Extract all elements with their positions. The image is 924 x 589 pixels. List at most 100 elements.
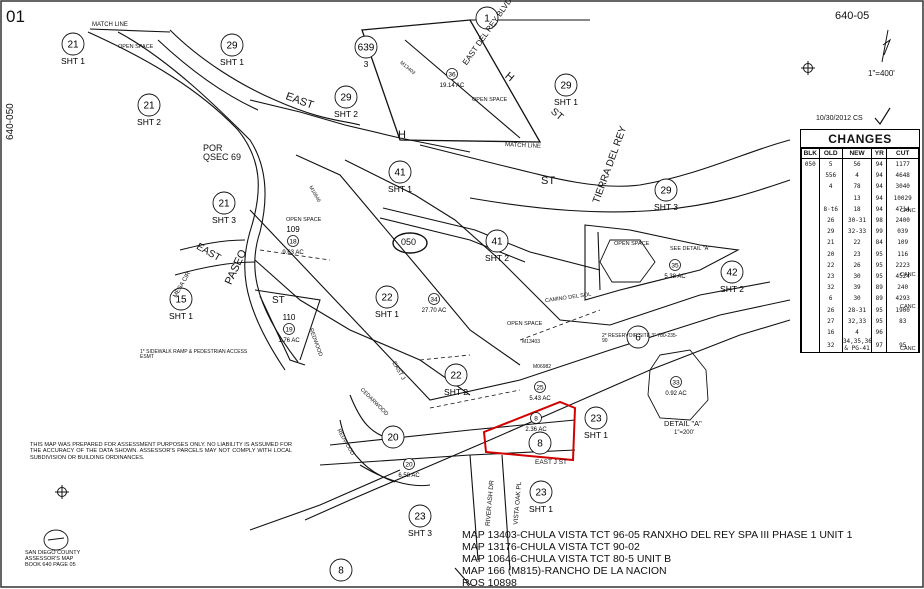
changes-cell: 97 — [871, 338, 888, 352]
sheet-ref-circle — [626, 325, 650, 349]
parcel-marker[interactable]: 82.36 AC — [525, 412, 547, 434]
parcel-acreage: 6.58 AC — [398, 473, 420, 479]
changes-cell — [801, 259, 820, 271]
map-note-line: MAP 13403-CHULA VISTA TCT 96-05 RANXHO D… — [462, 529, 853, 541]
sheet-ref-sheet: SHT 3 — [212, 215, 236, 225]
changes-cell: 22 — [841, 237, 873, 249]
sheet-ref-sheet: SHT 2 — [485, 253, 509, 263]
changes-cell: 29 — [818, 226, 843, 238]
changes-cell: 18 — [841, 203, 873, 215]
parcel-acreage: 5.43 AC — [529, 396, 551, 402]
parcel-marker[interactable]: 25 5.43 AC — [529, 381, 551, 403]
highlighted-parcel[interactable] — [482, 400, 577, 462]
county-logo-line: SAN DIEGO COUNTY — [25, 550, 81, 556]
sheet-ref-sheet: SHT 1 — [375, 309, 399, 319]
parcel-number: 20 — [405, 462, 413, 469]
changes-cell: 95 — [871, 248, 888, 260]
sheet-ref-number: 8 — [537, 439, 543, 450]
changes-cell: 039 — [886, 226, 919, 238]
sheet-ref-number: 21 — [218, 199, 230, 210]
street-label-east-j-st: EAST J ST — [535, 459, 568, 466]
parcel-marker[interactable]: 330.92 AC — [665, 376, 687, 398]
detail-a-label: DETAIL "A" — [664, 419, 702, 428]
changes-cell: 95 — [871, 315, 888, 327]
sheet-ref-sheet: SHT 2 — [137, 117, 161, 127]
changes-cell — [801, 170, 820, 182]
sheet-ref-number: 22 — [450, 371, 462, 382]
parcel-number: 33 — [672, 380, 680, 387]
parcel-acreage: 1.76 AC — [278, 338, 300, 344]
changes-cell: 94 — [871, 170, 888, 182]
changes-cell: 050 — [801, 158, 820, 171]
open-space-label: OPEN SPACE — [286, 217, 322, 223]
sheet-ref-sheet: SHT 1 — [220, 57, 244, 67]
parcel-label: 109 — [286, 225, 300, 234]
changes-cell: 27 — [818, 315, 843, 327]
parcel-number: 8 — [534, 416, 538, 423]
changes-cell: 6 — [818, 293, 843, 305]
sheet-ref-sheet: SHT 1 — [61, 56, 85, 66]
changes-cell: 2223 — [886, 259, 919, 271]
sheet-ref-circle — [375, 285, 399, 309]
crosshair-icon — [801, 61, 815, 75]
crosshair-icon — [55, 485, 69, 499]
parcel-acreage: 27.70 AC — [422, 308, 447, 314]
parcel-acreage: 9.63 AC — [282, 250, 304, 256]
map-note-line: ROS 10898 — [462, 577, 517, 589]
sheet-ref-number: 21 — [67, 40, 79, 51]
changes-cell: 78 — [841, 181, 873, 193]
parcel-label: 110 — [283, 313, 296, 322]
parcel-marker[interactable]: 20 6.58 AC — [398, 458, 420, 480]
sheet-ref-circle — [220, 33, 244, 57]
block-id-oval — [392, 232, 428, 254]
changes-cell: 32,33 — [841, 315, 873, 327]
parcel-marker[interactable]: 355.38 AC — [664, 259, 686, 281]
map-ref-label: M06982 — [533, 364, 552, 370]
sheet-ref-sheet: SHT 2 — [444, 387, 468, 397]
changes-cell — [801, 304, 820, 316]
sheet-ref-circle — [329, 558, 353, 582]
sheet-ref-circle — [169, 287, 193, 311]
parcel-number: 25 — [536, 385, 544, 392]
open-space-label: OPEN SPACE — [507, 321, 543, 327]
changes-cell: 30 — [841, 293, 873, 305]
changes-cell — [801, 237, 820, 249]
map-note-line: MAP 10646-CHULA VISTA TCT 80-5 UNIT B — [462, 553, 672, 566]
map-note-line: MAP 166 (M815)-RANCHO DE LA NACION — [462, 565, 667, 578]
sheet-ref-number: 41 — [394, 168, 406, 179]
sheet-ref-number: 29 — [660, 186, 672, 197]
sheet-ref-circle — [137, 93, 161, 117]
changes-cell: 16 — [818, 326, 843, 338]
changes-cell: 32 — [818, 282, 843, 294]
changes-column-header: NEW — [841, 148, 873, 159]
changes-cell — [801, 282, 820, 294]
changes-cell — [818, 192, 843, 204]
easement-lines — [259, 249, 601, 409]
sheet-ref-number: 41 — [491, 237, 503, 248]
sheet-ref-marker: 1 — [475, 6, 499, 30]
changes-column-header: BLK — [801, 148, 820, 159]
county-seal-icon — [43, 529, 69, 551]
changes-cell: 56 — [841, 158, 873, 171]
changes-cell: 84 — [871, 237, 888, 249]
side-reference: 640-050 — [5, 103, 16, 140]
changes-cell: 22 — [818, 259, 843, 271]
open-space-label: OPEN SPACE — [614, 241, 650, 247]
sheet-ref-marker: 8 — [329, 558, 353, 582]
